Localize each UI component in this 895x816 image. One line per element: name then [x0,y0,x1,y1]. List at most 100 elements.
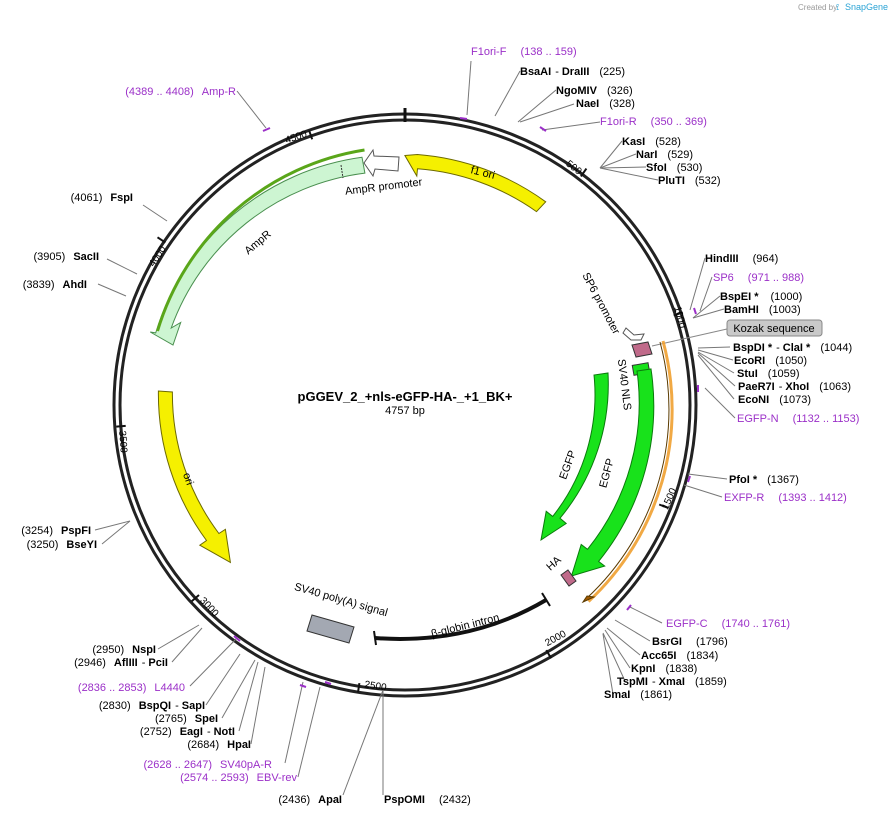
paer7i-label[interactable]: PaeR7I-XhoI(1063) [738,381,851,393]
leader-line [687,473,728,480]
leader-line [519,103,575,123]
leader-line [157,624,200,650]
tick-2000-line [545,649,552,659]
sv40-polya-box[interactable] [306,614,355,644]
tspmi-label[interactable]: TspMI-XmaI(1859) [617,676,727,688]
sp6-primer-label[interactable]: SP6(971 .. 988) [713,272,804,284]
leader-line [602,633,614,695]
ngomiv-label[interactable]: NgoMIV(326) [556,85,633,97]
bspdi-label[interactable]: BspDI *-ClaI *(1044) [733,342,852,354]
leader-line [697,352,736,387]
afliii-label[interactable]: (2946)AflIII-PciI [74,657,168,669]
kpni-label[interactable]: KpnI(1838) [631,663,697,675]
econi-label[interactable]: EcoNI(1073) [738,394,811,406]
sacii-label[interactable]: (3905)SacII [34,251,99,263]
hpai-label[interactable]: (2684)HpaI [187,739,251,751]
tick-500-line [580,168,588,177]
pspomi-label[interactable]: PspOMI(2432) [384,794,471,806]
ampr-label: AmpR [243,228,274,257]
leader-line [699,276,713,312]
sfoi-label[interactable]: SfoI(530) [646,162,702,174]
ebv-rev-primer-label[interactable]: (2574 .. 2593)EBV-rev [180,772,297,784]
tick-4000-line [156,236,166,244]
pfoi-label[interactable]: PfoI *(1367) [729,474,799,486]
kasi-label[interactable]: KasI(528) [622,136,681,148]
stui-label[interactable]: StuI(1059) [737,368,800,380]
ecori-label[interactable]: EcoRI(1050) [734,355,807,367]
leader-line [142,204,168,222]
sp6-promoter-arrow[interactable] [622,327,645,341]
leader-line [606,627,641,656]
exfp-r-primer-label[interactable]: EXFP-R(1393 .. 1412) [724,492,847,504]
primer-marker [459,117,468,120]
ha-arrow[interactable] [560,569,577,587]
primer-marker [233,635,241,642]
kozak-box[interactable] [631,341,653,358]
leader-line [692,308,725,319]
pspfi-label[interactable]: (3254)PspFI [21,525,91,537]
bsaai-label[interactable]: BsaAI-DraIII(225) [520,66,625,78]
nari-label[interactable]: NarI(529) [636,149,693,161]
leader-line [697,349,734,361]
bsrgi-label[interactable]: BsrGI(1796) [652,636,728,648]
backbone [112,108,698,698]
f1-ori-label: f1 ori [469,164,496,182]
pluti-label[interactable]: PluTI(532) [658,175,721,187]
f1-ori-arrow[interactable] [404,153,547,213]
bspqi-label[interactable]: (2830)BspQI-SapI [99,700,205,712]
primer-marker [687,475,691,483]
primer-markers [233,117,699,688]
acc65i-label[interactable]: Acc65I(1834) [641,650,718,662]
egfp-inner-arrow[interactable] [540,372,609,542]
kozak-label-box [726,319,823,337]
primer-labels: F1ori-F(138 .. 159) (4389 .. 4408)Amp-R … [78,46,860,784]
bseyi-label[interactable]: (3250)BseYI [27,539,97,551]
ampr-highlight-arc [156,148,365,332]
tick-4500-line [308,130,314,140]
fspi-label[interactable]: (4061)FspI [71,192,133,204]
egfp-c-primer-label[interactable]: EGFP-C(1740 .. 1761) [666,618,790,630]
ori-label: ori [180,471,195,487]
kozak-label: Kozak sequence [733,323,814,335]
sv40pa-r-primer-label[interactable]: (2628 .. 2647)SV40pA-R [144,759,273,771]
eagi-label[interactable]: (2752)EagI-NotI [140,726,235,738]
leader-line [697,346,731,349]
ampr-dashed-marker [340,164,344,179]
leader-line [599,153,637,169]
leader-lines [94,60,736,796]
f1ori-r-primer-label[interactable]: F1ori-R(350 .. 369) [600,116,707,128]
leader-line [466,60,472,116]
beta-globin-intron-line[interactable] [374,598,548,641]
sp6-promoter-label: SP6 promoter [579,271,622,337]
sv40-polya-label: SV40 poly(A) signal [293,581,389,619]
orange-arrowhead [581,595,596,604]
ampr-promoter-label: AmpR promoter [344,176,423,197]
l4440-primer-label[interactable]: (2836 .. 2853)L4440 [78,682,185,694]
leader-line [697,351,735,374]
egfp-n-primer-label[interactable]: EGFP-N(1132 .. 1153) [737,413,859,425]
smai-label[interactable]: SmaI(1861) [604,689,672,701]
leader-line [704,387,736,419]
ampr-arrow[interactable] [149,156,366,346]
leader-line [171,627,203,663]
apai-label[interactable]: (2436)ApaI [278,794,342,806]
ori-arrow[interactable] [157,390,232,564]
ahdi-label[interactable]: (3839)AhdI [23,279,87,291]
ampr-promoter-arrow[interactable] [363,148,400,178]
spei-label[interactable]: (2765)SpeI [155,713,218,725]
f1ori-f-primer-label[interactable]: F1ori-F(138 .. 159) [471,46,577,58]
nspi-label[interactable]: (2950)NspI [92,644,156,656]
hindiii-label[interactable]: HindIII(964) [705,253,778,265]
bamhi-label[interactable]: BamHI(1003) [724,304,801,316]
tick-3000-line [191,594,200,602]
snapgene-logo-icon: ⟟ [836,2,839,12]
leader-line [297,686,321,778]
bspei-label[interactable]: BspEI *(1000) [720,291,802,303]
tick-4500-label: 4500 [284,129,309,147]
amp-r-primer-label[interactable]: (4389 .. 4408)Amp-R [125,86,236,98]
egfp-inner-label: EGFP [557,449,579,481]
tick-2500-line [357,682,361,693]
leader-line [541,121,601,131]
naei-label[interactable]: NaeI(328) [576,98,635,110]
